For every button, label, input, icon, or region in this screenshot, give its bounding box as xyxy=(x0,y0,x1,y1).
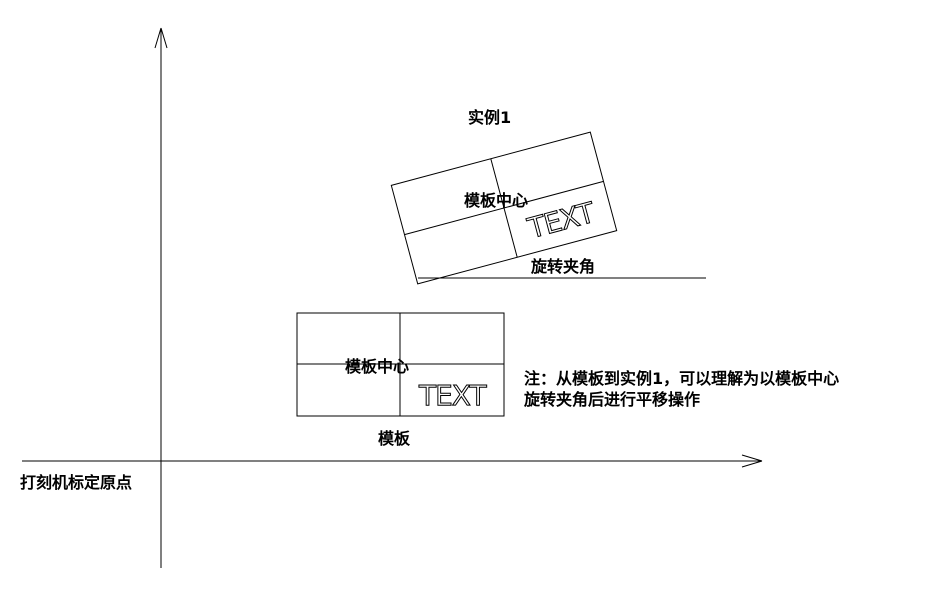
x-axis xyxy=(22,454,763,468)
instance-rect xyxy=(390,131,618,285)
template-rect xyxy=(296,312,505,417)
note-line-2: 旋转夹角后进行平移操作 xyxy=(523,390,700,409)
angle-label: 旋转夹角 xyxy=(530,257,595,276)
origin-label: 打刻机标定原点 xyxy=(20,473,132,492)
template-text-sample: TEXT xyxy=(418,379,487,412)
template-center-label: 模板中心 xyxy=(345,357,409,376)
y-axis xyxy=(154,27,168,568)
template-caption: 模板 xyxy=(378,429,411,448)
instance-caption: 实例1 xyxy=(468,108,511,127)
instance-center-label: 模板中心 xyxy=(464,191,528,210)
note-line-1: 注：从模板到实例1，可以理解为以模板中心 xyxy=(524,369,839,388)
